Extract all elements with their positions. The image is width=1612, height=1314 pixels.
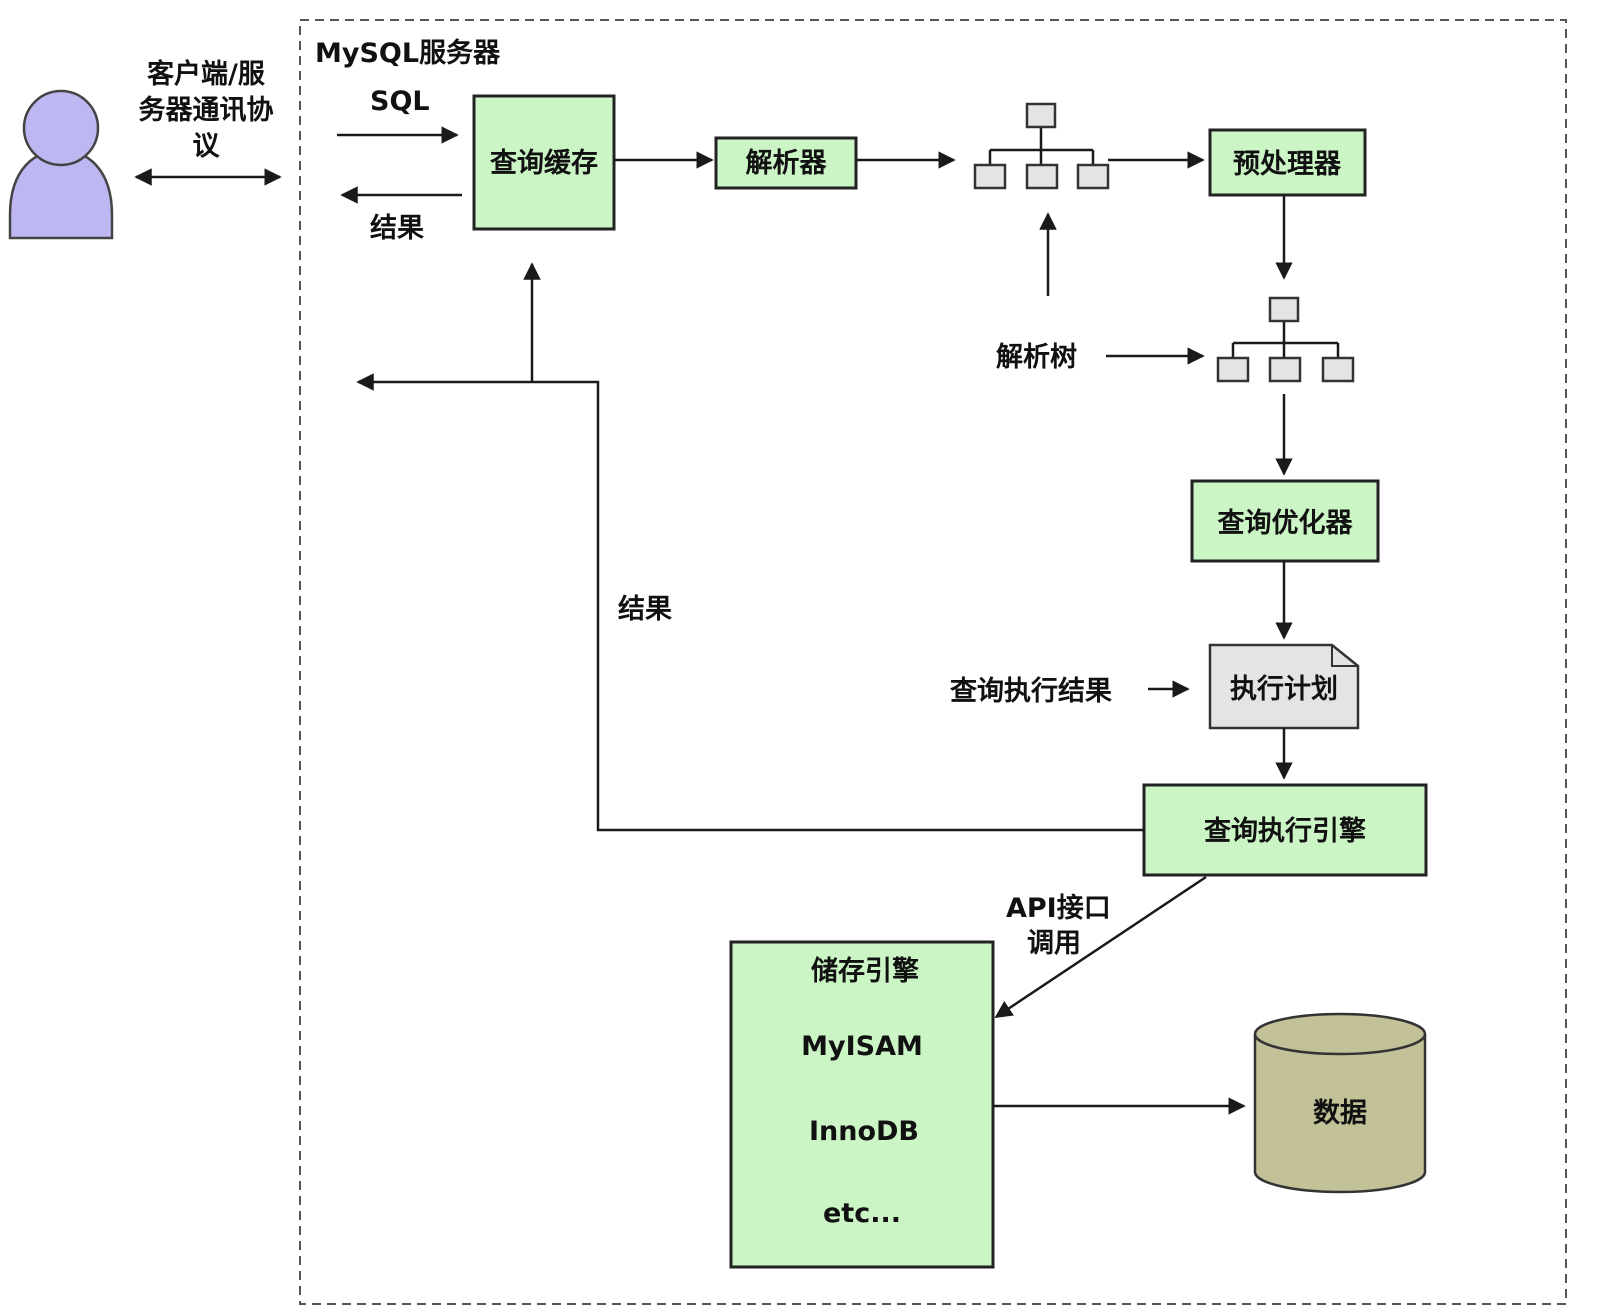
optimizer-label: 查询优化器 <box>1218 508 1354 539</box>
exec-engine-label: 查询执行引擎 <box>1204 815 1366 847</box>
database-icon <box>1253 1012 1427 1194</box>
server-boundary <box>299 19 1567 1305</box>
parser-box <box>714 136 858 190</box>
parse-tree-icon-1 <box>973 102 1110 190</box>
result-label-left: 结果 <box>618 594 672 625</box>
exec-plan-label: 执行计划 <box>1230 673 1338 705</box>
query-cache-label: 查询缓存 <box>490 148 598 179</box>
server-title: MySQL服务器 <box>315 38 501 69</box>
parse-tree-icon-2 <box>1216 296 1355 383</box>
protocol-label-3: 议 <box>193 131 221 162</box>
result-return-path <box>356 373 1144 832</box>
protocol-label-2: 务器通讯协 <box>139 95 274 126</box>
preprocessor-label: 预处理器 <box>1233 149 1342 180</box>
query-cache-box <box>472 94 616 231</box>
preprocessor-box <box>1208 128 1367 197</box>
protocol-label-1: 客户端/服 <box>147 58 266 90</box>
storage-engine-item-etc: etc... <box>823 1198 901 1229</box>
exec-plan-fold <box>1331 645 1358 667</box>
api-call-arrow <box>994 875 1207 1019</box>
storage-engine-box <box>729 940 995 1269</box>
parse-tree-label: 解析树 <box>996 342 1077 373</box>
exec-engine-box <box>1142 783 1428 877</box>
storage-engine-title: 储存引擎 <box>811 955 919 987</box>
api-call-label-2: 调用 <box>1027 928 1081 959</box>
sql-label: SQL <box>370 86 430 117</box>
api-call-label-1: API接口 <box>1006 893 1111 924</box>
parser-label: 解析器 <box>746 148 828 179</box>
user-icon <box>8 89 114 240</box>
exec-plan-doc <box>1208 643 1360 730</box>
storage-engine-item-myisam: MyISAM <box>801 1031 923 1062</box>
result-label-top: 结果 <box>370 213 424 244</box>
query-exec-result-label: 查询执行结果 <box>950 675 1112 707</box>
data-label: 数据 <box>1313 1098 1367 1129</box>
storage-engine-item-innodb: InnoDB <box>809 1116 919 1147</box>
